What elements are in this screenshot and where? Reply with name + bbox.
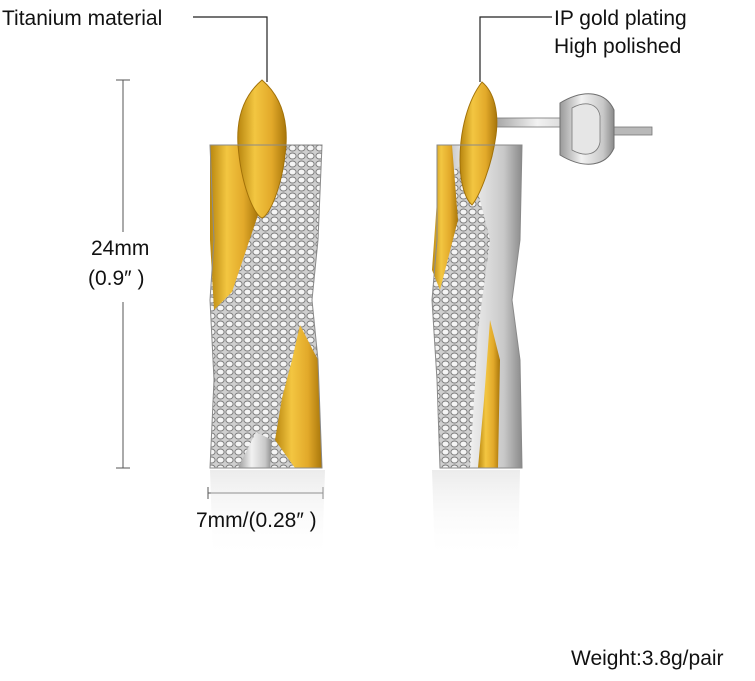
weight-label: Weight:3.8g/pair (571, 647, 724, 670)
side-earring (431, 81, 653, 560)
material-label: Titanium material (2, 7, 163, 30)
plating-callout-line (479, 16, 552, 82)
front-earring (209, 79, 325, 560)
material-callout-line (193, 16, 268, 82)
height-dimension (116, 79, 130, 469)
plating-label: IP gold plating (554, 7, 687, 30)
height-mm-label: 24mm (91, 237, 150, 260)
width-label: 7mm/(0.28″ ) (196, 509, 317, 532)
height-in-label: (0.9″ ) (88, 267, 145, 290)
polish-label: High polished (554, 35, 682, 58)
